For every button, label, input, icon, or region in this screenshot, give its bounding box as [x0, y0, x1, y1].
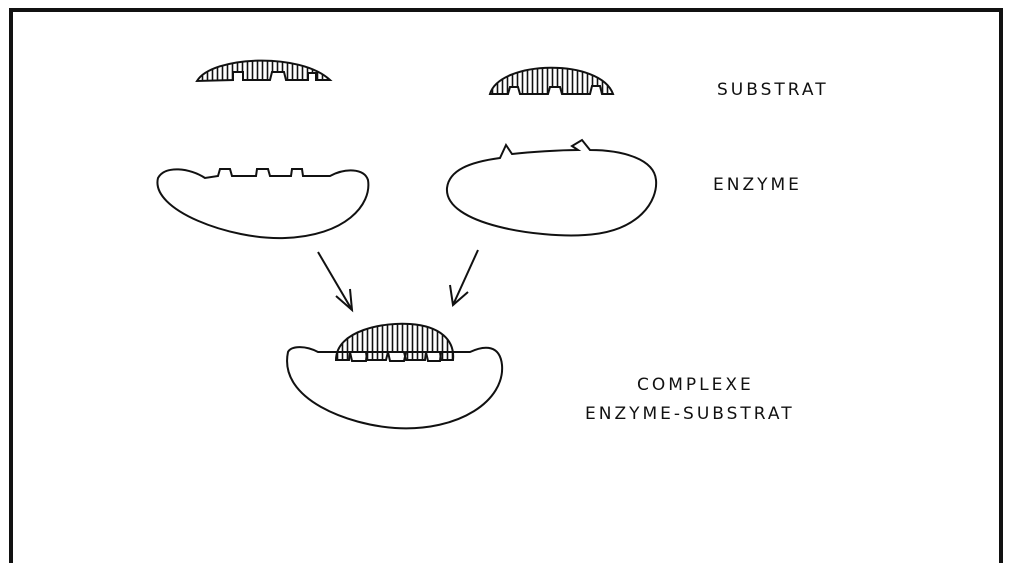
arrow-right: [450, 250, 478, 305]
label-complex-line2: ENZYME-SUBSTRAT: [585, 404, 795, 424]
label-enzyme: ENZYME: [713, 175, 802, 195]
enzyme-right: [447, 140, 656, 235]
complex-substrate: [336, 324, 453, 360]
substrate-left: [197, 61, 330, 81]
label-complex-line1: COMPLEXE: [637, 375, 754, 395]
arrow-left: [318, 252, 352, 310]
label-substrate: SUBSTRAT: [717, 80, 829, 100]
enzyme-left: [157, 169, 368, 238]
substrate-right: [490, 68, 613, 94]
complex-enzyme: [287, 347, 502, 428]
